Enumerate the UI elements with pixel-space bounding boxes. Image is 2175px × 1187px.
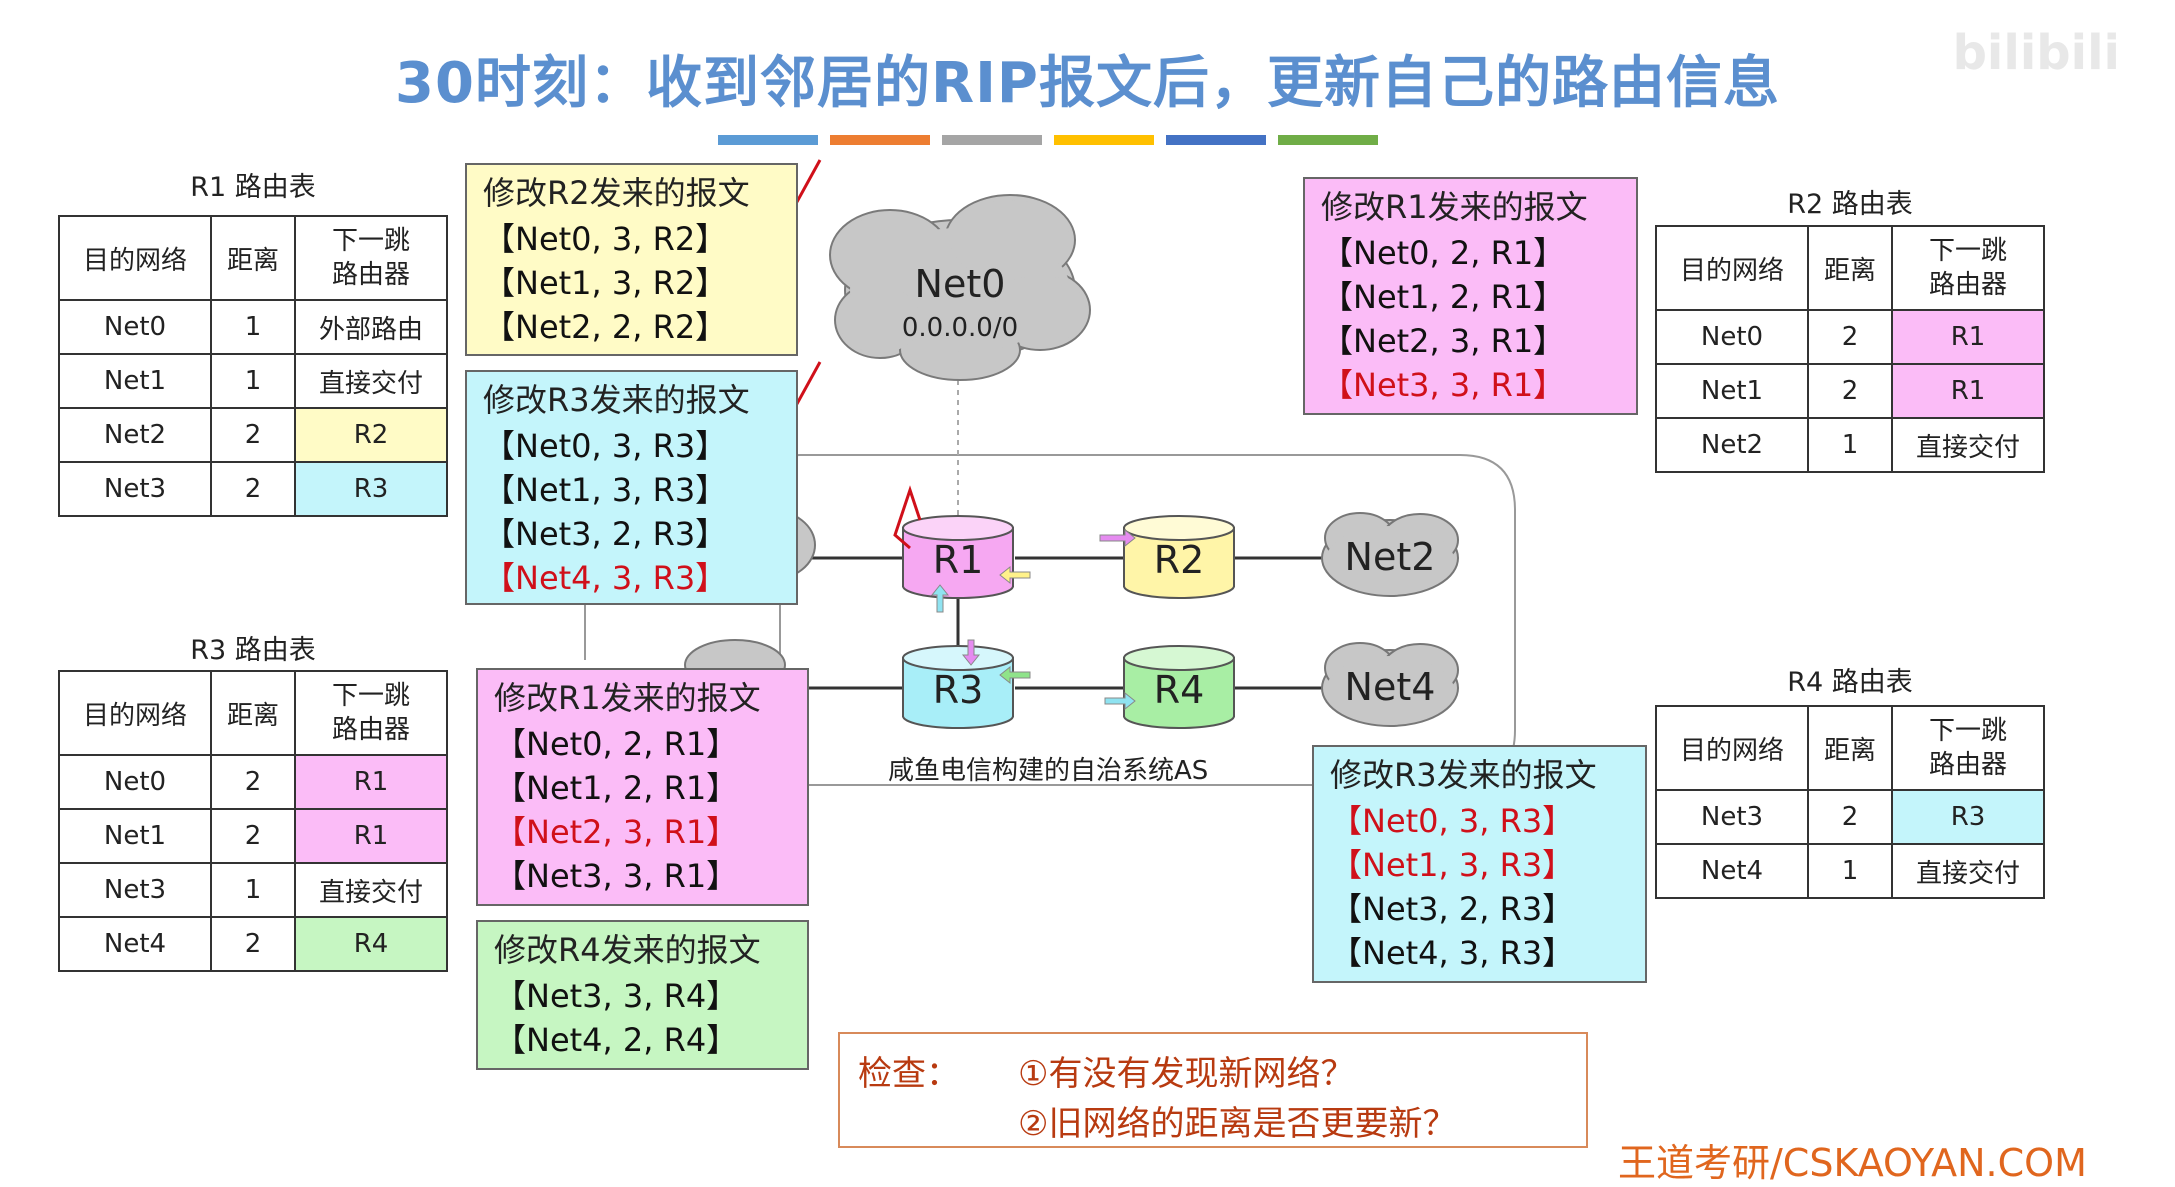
- red-annotation: [893, 485, 922, 550]
- net4-label: Net4: [1344, 665, 1436, 709]
- r4-router-shape: [1123, 645, 1235, 729]
- msg-r4-from-r3: 修改R3发来的报文 【Net0, 3, R3】 【Net1, 3, R3】 【N…: [1312, 745, 1647, 983]
- r1-router-label: R1: [932, 538, 984, 582]
- msg-r3-from-r4: 修改R4发来的报文 【Net3, 3, R4】 【Net4, 2, R4】: [476, 920, 809, 1070]
- header-next: 下一跳路由器: [294, 215, 448, 301]
- color-bar-segment: [1054, 135, 1154, 145]
- net4-cloud: [1321, 642, 1459, 727]
- r3-table-caption: R3 路由表: [190, 635, 316, 666]
- header-dist: 距离: [210, 215, 296, 301]
- r4-router-label: R4: [1153, 668, 1205, 712]
- color-bar-segment: [718, 135, 818, 145]
- check-question-2: ②旧网络的距离是否更要新？: [1018, 1104, 1457, 1144]
- footer-brand: 王道考研/CSKAOYAN.COM: [1618, 1141, 2087, 1185]
- msg-r1-from-r2: 修改R2发来的报文 【Net0, 3, R2】 【Net1, 3, R2】 【N…: [465, 163, 798, 356]
- arrow-icon: [999, 565, 1031, 585]
- arrow-icon: [930, 584, 950, 613]
- arrow-icon: [1099, 528, 1136, 548]
- check-label: 检查：: [858, 1054, 960, 1094]
- as-label: 咸鱼电信构建的自治系统AS: [888, 756, 1209, 786]
- bilibili-watermark: bilibili: [1952, 25, 2120, 81]
- msg-heading: 修改R2发来的报文: [483, 174, 750, 212]
- msg-r2-from-r1: 修改R1发来的报文 【Net0, 2, R1】 【Net1, 2, R1】 【N…: [1303, 177, 1638, 415]
- arrow-icon: [999, 665, 1031, 685]
- net2-label: Net2: [1344, 535, 1436, 579]
- color-bar-segment: [1278, 135, 1378, 145]
- r2-table-caption: R2 路由表: [1787, 189, 1913, 220]
- r1-router-shape: [902, 515, 1014, 599]
- r4-table-caption: R4 路由表: [1787, 667, 1913, 698]
- color-bar: [718, 135, 1378, 145]
- r3-router-shape: [902, 645, 1014, 729]
- arrow-icon: [961, 639, 981, 666]
- r2-router-label: R2: [1153, 538, 1205, 582]
- r2-router-shape: [1123, 515, 1235, 599]
- net0-label: Net0: [914, 262, 1006, 306]
- r1-table-caption: R1 路由表: [190, 172, 316, 203]
- msg-r1-from-r3: 修改R3发来的报文 【Net0, 3, R3】 【Net1, 3, R3】 【N…: [465, 370, 798, 605]
- color-bar-segment: [830, 135, 930, 145]
- arrow-icon: [1104, 691, 1136, 711]
- color-bar-segment: [942, 135, 1042, 145]
- r3-router-label: R3: [932, 668, 984, 712]
- color-bar-segment: [1166, 135, 1266, 145]
- header-dest: 目的网络: [58, 215, 212, 301]
- msg-r3-from-r1: 修改R1发来的报文 【Net0, 2, R1】 【Net1, 2, R1】 【N…: [476, 668, 809, 906]
- check-box: 检查： ①有没有发现新网络？ ②旧网络的距离是否更要新？: [838, 1032, 1588, 1148]
- as-boundary: [779, 454, 1516, 786]
- net0-address: 0.0.0.0/0: [901, 313, 1019, 343]
- net2-cloud: [1321, 512, 1459, 597]
- check-question-1: ①有没有发现新网络？: [1018, 1054, 1355, 1094]
- page-title: 30时刻：收到邻居的RIP报文后，更新自己的路由信息: [395, 51, 1780, 116]
